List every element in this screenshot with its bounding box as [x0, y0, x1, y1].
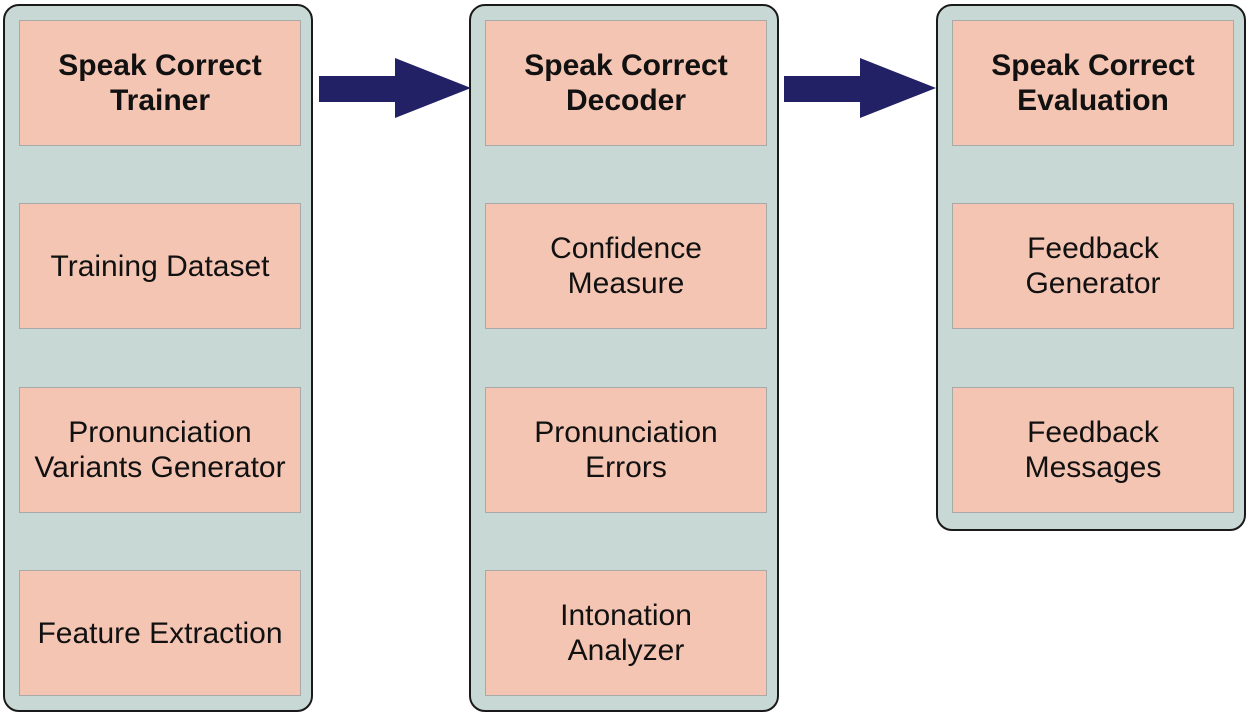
- feedback-generator-label: Feedback Generator: [1025, 232, 1161, 300]
- decoder-title: Speak Correct Decoder: [524, 49, 728, 117]
- training-dataset-label: Training Dataset: [50, 249, 270, 283]
- trainer-title-box: Speak Correct Trainer: [19, 20, 301, 146]
- confidence-measure-label: Confidence Measure: [550, 232, 702, 300]
- evaluation-title-box: Speak Correct Evaluation: [952, 20, 1234, 146]
- intonation-analyzer-box: Intonation Analyzer: [485, 570, 767, 696]
- evaluation-title: Speak Correct Evaluation: [991, 49, 1195, 117]
- evaluation-panel: Speak Correct Evaluation Feedback Genera…: [936, 4, 1246, 531]
- arrow-trainer-to-decoder: [319, 58, 471, 118]
- trainer-panel: Speak Correct Trainer Training Dataset P…: [3, 4, 313, 712]
- pronunciation-variants-generator-box: Pronunciation Variants Generator: [19, 387, 301, 513]
- feature-extraction-label: Feature Extraction: [37, 616, 283, 650]
- decoder-title-box: Speak Correct Decoder: [485, 20, 767, 146]
- feedback-messages-box: Feedback Messages: [952, 387, 1234, 513]
- intonation-analyzer-label: Intonation Analyzer: [560, 599, 692, 667]
- arrow-decoder-to-evaluation: [784, 58, 936, 118]
- arrow-trainer-to-decoder-shape: [319, 58, 471, 118]
- pronunciation-errors-box: Pronunciation Errors: [485, 387, 767, 513]
- feedback-messages-label: Feedback Messages: [1024, 416, 1162, 484]
- decoder-panel: Speak Correct Decoder Confidence Measure…: [469, 4, 779, 712]
- training-dataset-box: Training Dataset: [19, 203, 301, 329]
- feature-extraction-box: Feature Extraction: [19, 570, 301, 696]
- arrow-decoder-to-evaluation-shape: [784, 58, 936, 118]
- trainer-title: Speak Correct Trainer: [58, 49, 262, 117]
- feedback-generator-box: Feedback Generator: [952, 203, 1234, 329]
- confidence-measure-box: Confidence Measure: [485, 203, 767, 329]
- pronunciation-variants-generator-label: Pronunciation Variants Generator: [34, 416, 286, 484]
- pronunciation-errors-label: Pronunciation Errors: [534, 416, 718, 484]
